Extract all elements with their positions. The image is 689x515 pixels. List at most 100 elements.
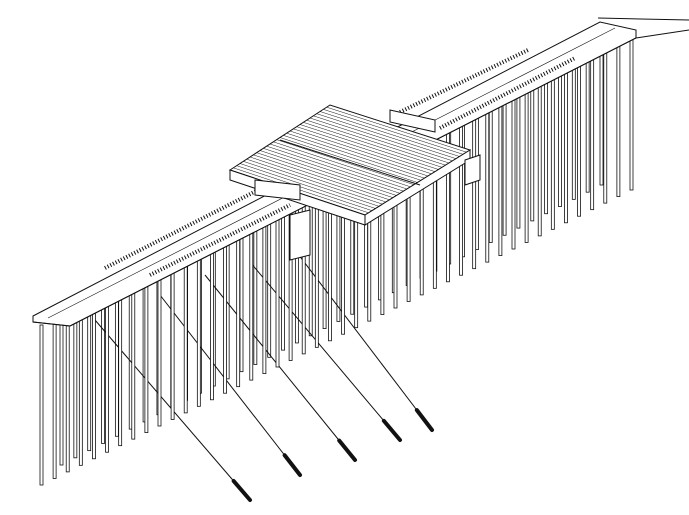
railings (104, 48, 576, 277)
back-pile (267, 206, 272, 358)
back-pile (558, 56, 562, 207)
back-pile (308, 185, 313, 337)
central-platform (228, 104, 481, 261)
front-pile (210, 240, 214, 401)
front-pile (459, 118, 463, 276)
support-column-right (464, 154, 481, 186)
front-pile (629, 34, 634, 191)
front-pile (65, 311, 70, 473)
front-pile (472, 111, 477, 270)
roof-hatch-line (256, 152, 394, 198)
front-pile (537, 79, 542, 237)
roof-hatch-line (276, 139, 415, 185)
gate-structure-right (389, 109, 436, 133)
roof-hatch-line (259, 150, 397, 196)
roof-hatch-line (253, 154, 390, 201)
front-pile (223, 234, 227, 394)
roof-hatch-line (309, 117, 450, 164)
roof-hatch-line (306, 119, 446, 166)
front-pile (485, 105, 490, 263)
anchor-rod (249, 261, 401, 441)
front-pile (78, 305, 83, 466)
roof-hatch-line (289, 130, 429, 177)
anchor-rod-end (381, 418, 402, 442)
roof-hatching (233, 106, 467, 214)
front-pile (52, 318, 57, 479)
front-pile (236, 227, 241, 388)
back-pile (516, 77, 521, 229)
front-pile (524, 86, 529, 243)
front-pile (577, 60, 581, 217)
front-pile (550, 73, 555, 230)
back-pile (544, 63, 549, 215)
front-pile (564, 66, 568, 224)
front-pile (131, 279, 136, 440)
front-pile (275, 208, 280, 368)
anchor-rod-end (231, 479, 252, 502)
anchor-rods (94, 249, 434, 502)
front-pile (92, 298, 96, 460)
back-pile (101, 293, 105, 444)
roof-hatch-line (273, 141, 411, 188)
roof-ridge (279, 139, 421, 186)
roof-hatch-line (296, 126, 436, 172)
railing-left-front (149, 203, 291, 277)
back-pile (502, 84, 507, 236)
back-pile (253, 214, 258, 365)
roof-hatch-line (249, 156, 387, 203)
roof-hatch-line (236, 165, 373, 211)
roof-hatch-line (263, 148, 401, 194)
roof-hatch-line (286, 132, 425, 179)
roof-hatch-line (239, 163, 376, 209)
roof-hatch-line (326, 106, 467, 153)
roof-hatch-line (233, 167, 369, 214)
back-pile (585, 41, 590, 193)
front-pile (590, 53, 595, 211)
front-pile (157, 266, 162, 427)
back-pile (571, 48, 576, 200)
anchor-rod (159, 294, 301, 476)
front-pile (196, 247, 201, 407)
roof-hatch-line (243, 161, 380, 207)
anchor-rod-end (337, 438, 357, 462)
anchor-rod (204, 274, 356, 461)
front-pile (314, 189, 319, 348)
front-pile (118, 285, 123, 447)
roof-hatch-line (303, 122, 443, 168)
back-pile (599, 34, 604, 186)
roof-hatch-line (269, 143, 408, 190)
anchor-rod-end (414, 408, 434, 432)
support-column (289, 209, 311, 261)
roof-hatch-line (293, 128, 432, 175)
front-pile (603, 47, 608, 204)
front-pile (511, 92, 516, 250)
front-pile (498, 99, 503, 256)
deck-extension-line (597, 17, 689, 21)
back-pile (87, 300, 92, 452)
roof-hatch-line (323, 109, 464, 155)
roof-hatch-line (319, 111, 460, 157)
back-pile (114, 285, 119, 437)
roof-hatch-line (279, 137, 418, 183)
back-pile (239, 221, 244, 373)
back-pile (73, 307, 78, 459)
railing-right-front (439, 56, 576, 130)
roof-hatch-line (246, 158, 383, 205)
deck-extension-line-2 (635, 29, 689, 39)
roof-hatch-line (299, 124, 439, 170)
front-pile (262, 215, 267, 374)
front-pile (183, 253, 188, 414)
front-pile (105, 292, 109, 453)
gate-structure-left (254, 179, 301, 201)
roof-hatch-line (316, 113, 457, 159)
back-pile (530, 70, 535, 222)
front-pile (616, 41, 621, 197)
back-pile (281, 199, 285, 351)
roof-hatch-line (283, 135, 422, 181)
front-pile (39, 324, 44, 486)
roof-hatch-line (266, 145, 404, 192)
front-pile (249, 221, 254, 381)
roof-hatch-line (313, 115, 453, 162)
deck-front-edge (32, 37, 637, 327)
